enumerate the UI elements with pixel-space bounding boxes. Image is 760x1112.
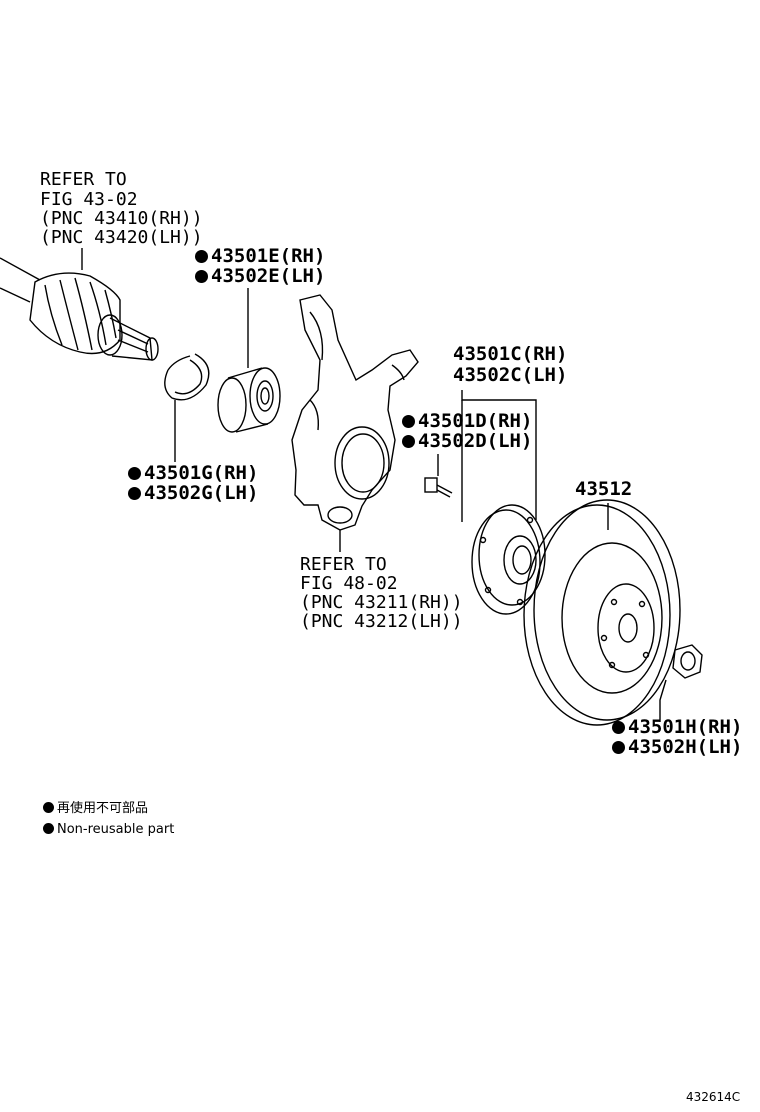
non-reusable-dot-icon: [612, 741, 625, 754]
bearing-e-rh: 43501E(RH): [195, 247, 325, 266]
non-reusable-dot-icon: [195, 250, 208, 263]
driveshaft-ref-line3: (PNC 43410(RH)): [40, 208, 203, 229]
non-reusable-dot-icon: [128, 487, 141, 500]
brake-disc-drawing: [523, 499, 681, 726]
bearing-drawing: [217, 367, 281, 433]
knuckle-drawing: [291, 294, 419, 531]
non-reusable-dot-icon: [43, 823, 54, 834]
bolt-d-rh: 43501D(RH): [402, 412, 532, 431]
snapring-g-lh: 43502G(LH): [128, 484, 258, 503]
driveshaft-ref-line2: FIG 43-02: [40, 189, 138, 210]
nut-leader: [659, 679, 667, 722]
nut-drawing: [672, 644, 703, 679]
legend-jp: 再使用不可部品: [43, 799, 148, 818]
knuckle-ref-line1: REFER TO: [300, 554, 387, 575]
disc-label: 43512: [575, 478, 633, 500]
snapring-g-rh: 43501G(RH): [128, 464, 258, 483]
non-reusable-dot-icon: [402, 435, 415, 448]
figure-id: 432614C: [686, 1090, 741, 1104]
hub-drawing: [471, 504, 546, 615]
hub-c-rh: 43501C(RH): [453, 343, 568, 365]
driveshaft-ref-line4: (PNC 43420(LH)): [40, 227, 203, 248]
nut-h-rh: 43501H(RH): [612, 718, 742, 737]
non-reusable-dot-icon: [128, 467, 141, 480]
bearing-e-lh: 43502E(LH): [195, 267, 325, 286]
bolt-d-lh: 43502D(LH): [402, 432, 532, 451]
knuckle-ref-line2: FIG 48-02: [300, 573, 398, 594]
snap-ring-drawing: [164, 353, 210, 401]
driveshaft-ref-line1: REFER TO: [40, 169, 127, 190]
hub-c-lh: 43502C(LH): [453, 364, 568, 386]
non-reusable-dot-icon: [612, 721, 625, 734]
drive-shaft-drawing: [0, 257, 159, 361]
bolt-drawing: [424, 477, 453, 498]
legend-en: Non-reusable part: [43, 820, 174, 839]
non-reusable-dot-icon: [402, 415, 415, 428]
knuckle-ref-line4: (PNC 43212(LH)): [300, 611, 463, 632]
nut-h-lh: 43502H(LH): [612, 738, 742, 757]
knuckle-ref-line3: (PNC 43211(RH)): [300, 592, 463, 613]
non-reusable-dot-icon: [43, 802, 54, 813]
hub-leader: [461, 390, 537, 520]
non-reusable-dot-icon: [195, 270, 208, 283]
